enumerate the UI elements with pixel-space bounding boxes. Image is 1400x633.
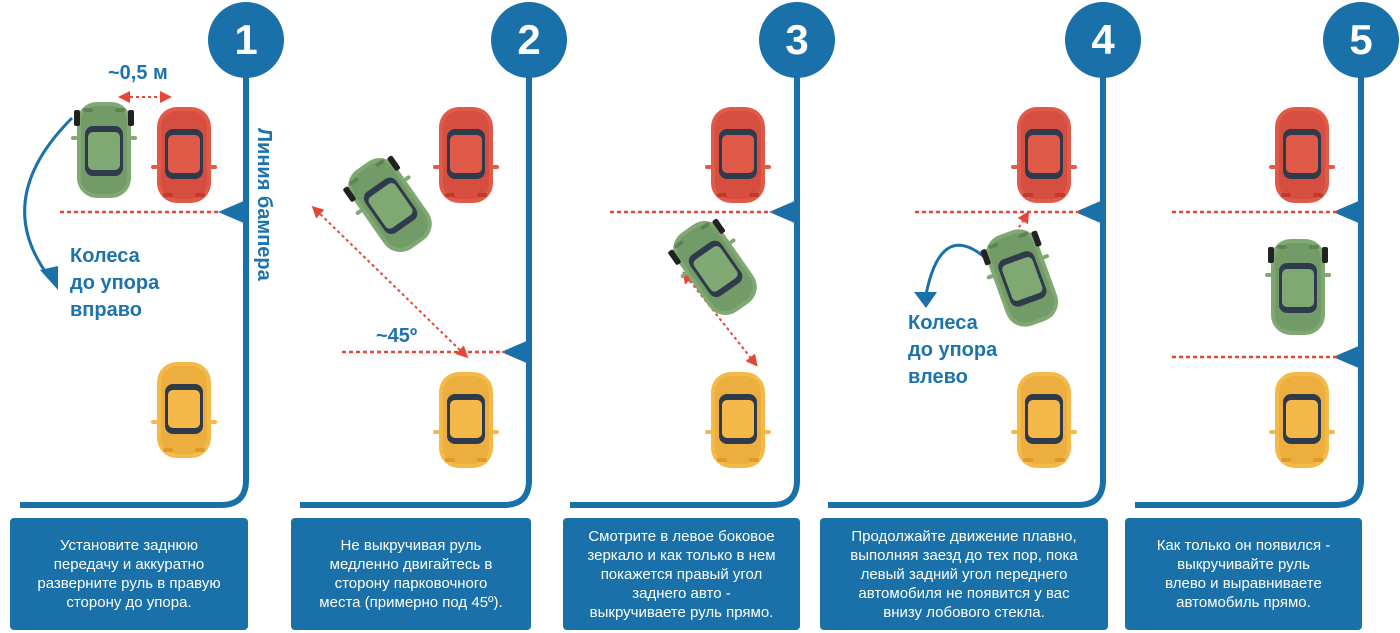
caption-box-4: Продолжайте движение плавно, выполняя за… [820,518,1108,630]
caption-text: Продолжайте движение плавно, выполняя за… [850,527,1078,621]
bumper-markers [218,200,1361,369]
step-circles [208,2,1399,78]
steer-arrows [23,116,992,301]
step-number-3: 3 [785,16,809,63]
column-lines [20,60,1364,508]
caption-text: Не выкручивая руль медленно двигайтесь в… [319,537,503,611]
caption-text: Как только он появился - выкручивайте ру… [1156,537,1331,611]
step-number-1: 1 [234,16,258,63]
red-car [1269,107,1335,203]
step-number-2: 2 [517,16,541,63]
caption-box-1: Установите заднюю передачу и аккуратно р… [10,518,248,630]
green-car [1265,239,1331,335]
wheels-right-label: Колеса до упора вправо [70,245,160,321]
yellow-car [1011,372,1077,468]
caption-text: Установите заднюю передачу и аккуратно р… [37,537,221,611]
gap-label: ~0,5 м [108,62,168,84]
red-car [433,107,499,203]
yellow-car [1269,372,1335,468]
caption-text: Смотрите в левое боковое зеркало и как т… [587,527,776,621]
steer-arrowheads [40,266,937,308]
caption-box-5: Как только он появился - выкручивайте ру… [1125,518,1362,630]
red-car [705,107,771,203]
bumper-lines [60,210,1337,359]
red-car [151,107,217,203]
yellow-car [433,372,499,468]
caption-box-3: Смотрите в левое боковое зеркало и как т… [563,518,800,630]
yellow-car [705,372,771,468]
yellow-car [151,362,217,458]
step-number-5: 5 [1349,16,1373,63]
green-car [660,209,770,327]
bumper-line-label: Линия бампера [253,128,275,281]
green-car [71,102,137,198]
step-number-4: 4 [1091,16,1115,63]
red-car [1011,107,1077,203]
caption-box-2: Не выкручивая руль медленно двигайтесь в… [291,518,531,630]
wheels-left-label: Колеса до упора влево [908,312,998,388]
angle-label: ~45º [376,325,418,347]
